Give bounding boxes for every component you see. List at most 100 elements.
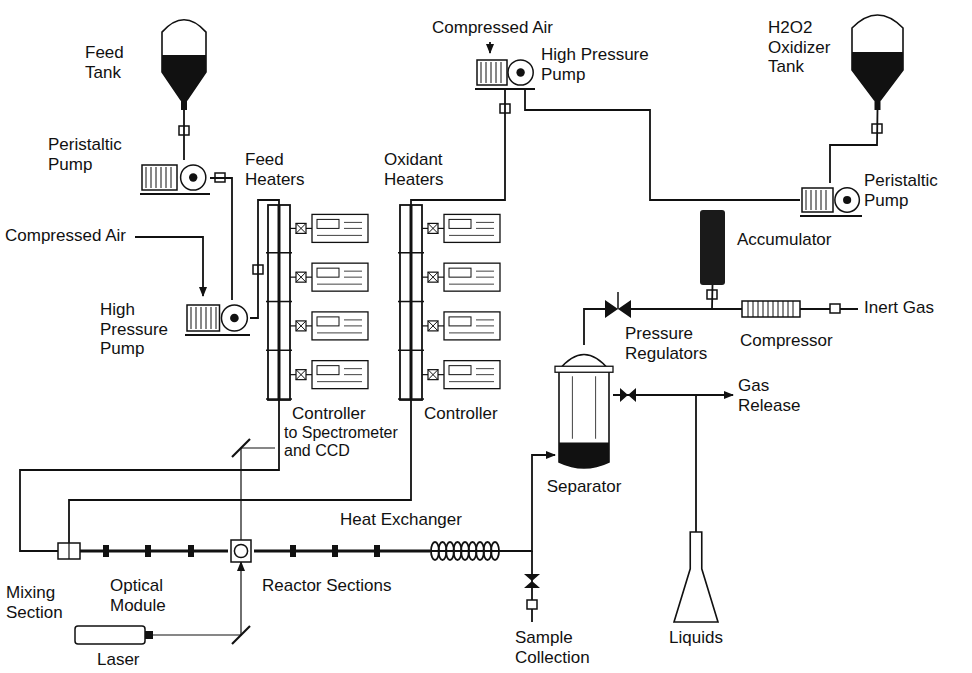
- text-label: Controller: [292, 404, 382, 424]
- feed-tank-icon: [160, 15, 208, 110]
- peristaltic-pump: Peristaltic Pump: [140, 160, 210, 195]
- controller-lines: [317, 369, 362, 382]
- heat-exchanger: Heat Exchanger: [430, 541, 500, 561]
- pump-head: [508, 60, 533, 85]
- text-label: Compressed Air: [432, 18, 572, 38]
- accumulator-icon: [700, 210, 725, 285]
- liquids-flask: Liquids: [672, 532, 720, 624]
- thermocouple: [296, 272, 306, 282]
- motor-fin: [206, 307, 207, 329]
- compressor-icon: [742, 299, 800, 319]
- node-label: Peristaltic Pump: [48, 135, 136, 174]
- node-label: Heat Exchanger: [340, 510, 510, 530]
- heater-joint: [266, 301, 292, 303]
- valve-square: [830, 304, 840, 313]
- pump-hub: [230, 314, 239, 323]
- text-label: Gas Release: [738, 376, 808, 415]
- thermocouple: [296, 321, 306, 331]
- text-label: to Spectrometer and CCD: [284, 424, 406, 461]
- thermocouple: [428, 272, 438, 282]
- node-label: Liquids: [661, 628, 731, 648]
- tank-outline: [852, 15, 903, 100]
- node-label: Feed Heaters: [245, 150, 315, 189]
- pump-base: [140, 193, 210, 195]
- compressor-fin: [773, 301, 774, 317]
- controller-display: [317, 366, 339, 375]
- heater-bank: Oxidant Heaters: [394, 205, 502, 400]
- thermocouple: [428, 370, 438, 380]
- pipe-line: [183, 110, 185, 160]
- separator: Separator: [555, 345, 613, 470]
- mirror: [232, 439, 250, 457]
- heater-column: [268, 205, 290, 400]
- separator-liquid: [559, 443, 609, 469]
- pressure-regulator-icon: [605, 300, 631, 318]
- mixing-tee: [68, 543, 69, 559]
- high-pressure-pump-icon: [475, 55, 535, 90]
- thermocouple: [428, 370, 438, 380]
- optical-module-icon: [228, 540, 254, 562]
- motor-fin: [826, 190, 827, 210]
- pump-motor: [477, 60, 507, 85]
- valve-square: [527, 600, 537, 609]
- tank-liquid: [852, 52, 903, 100]
- node-label: High Pressure Pump: [100, 300, 180, 359]
- pump-base: [185, 334, 250, 336]
- compressor-fin: [763, 301, 764, 317]
- controller-display: [317, 268, 339, 277]
- tank-outlet: [181, 100, 187, 110]
- mixing-tee: [58, 543, 80, 559]
- laser-aperture: [145, 631, 153, 639]
- controller-lines: [317, 271, 362, 284]
- peristaltic-pump-icon: [800, 183, 862, 217]
- node-label: H2O2 Oxidizer Tank: [768, 18, 844, 77]
- tank-liquid: [162, 55, 206, 100]
- mixing-section-icon: [58, 543, 80, 559]
- text-label: Compressed Air: [5, 226, 135, 246]
- controller-display: [449, 268, 471, 277]
- pipe-line: [20, 400, 279, 551]
- compressor-fin: [788, 301, 789, 317]
- compressor-fin: [753, 301, 754, 317]
- thermocouple: [296, 370, 306, 380]
- pipe-line: [525, 90, 800, 200]
- pump-head: [221, 305, 247, 331]
- thermocouple: [428, 223, 438, 233]
- motor-fin: [191, 307, 192, 329]
- node-label: High Pressure Pump: [541, 45, 666, 84]
- controller-lines: [449, 369, 494, 382]
- oxidizer-tank: H2O2 Oxidizer Tank: [850, 10, 905, 110]
- controller-display: [317, 219, 339, 228]
- node-label: Laser: [97, 650, 157, 670]
- valve-symbol: [524, 574, 540, 588]
- optical-module: Optical Module: [228, 540, 254, 562]
- pipe-line: [80, 550, 228, 553]
- motor-fin: [816, 190, 817, 210]
- motor-fin: [821, 190, 822, 210]
- controller-box: [444, 312, 500, 340]
- controller-box: [444, 263, 500, 291]
- pump-head: [835, 188, 859, 212]
- heater-joint: [266, 350, 292, 352]
- separator-icon: [555, 345, 613, 470]
- pipe-line: [210, 178, 232, 300]
- pump-base: [475, 88, 535, 90]
- thermocouple: [296, 223, 306, 233]
- node-label: Mixing Section: [6, 583, 70, 622]
- heat-exchanger-icon: [430, 541, 500, 561]
- compressor-fin: [793, 301, 794, 317]
- heater-bank: Feed Heaters: [262, 205, 370, 400]
- compressor-body: [742, 301, 800, 317]
- exchanger-coil: [491, 542, 499, 560]
- heater-joint: [398, 398, 424, 400]
- motor-fin: [216, 307, 217, 329]
- compressor-fin: [783, 301, 784, 317]
- thermocouple: [296, 272, 306, 282]
- flask: [674, 532, 718, 622]
- valve-stem: [617, 292, 619, 309]
- node-label: Optical Module: [110, 576, 190, 615]
- high-pressure-pump: High Pressure Pump: [475, 55, 535, 90]
- controller-box: [444, 361, 500, 389]
- motor-fin: [211, 307, 212, 329]
- pipe-line: [631, 285, 713, 309]
